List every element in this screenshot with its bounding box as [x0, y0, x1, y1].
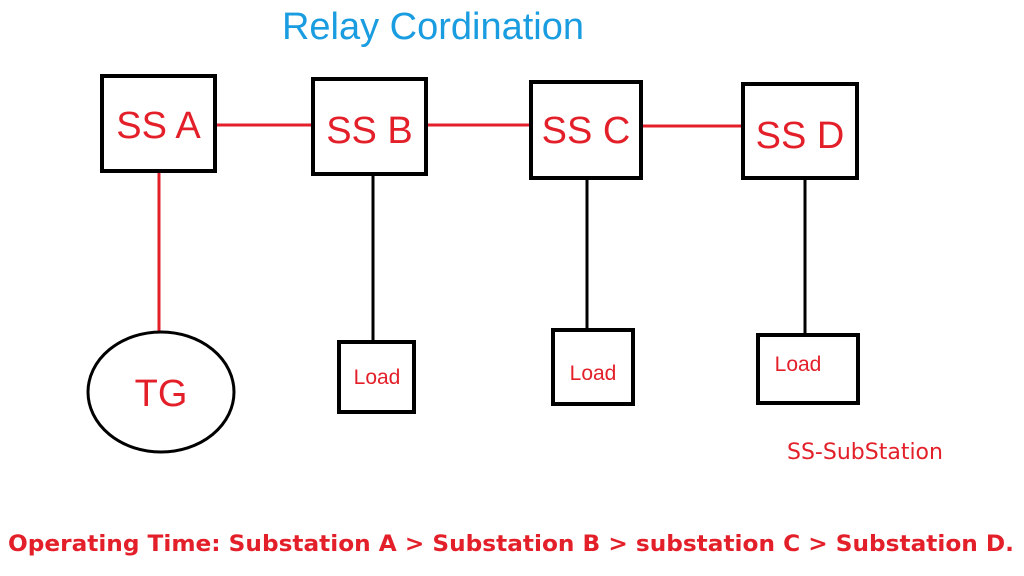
generator-label: TG: [135, 373, 188, 415]
substation-c-label: SS C: [542, 110, 631, 152]
generator-circle: [86, 330, 236, 454]
legend-text: SS-SubStation: [787, 440, 943, 465]
load-b: Load: [337, 340, 416, 414]
substation-a: SS A: [100, 74, 217, 173]
load-b-box: [337, 340, 416, 414]
load-b-label: Load: [354, 366, 401, 389]
substation-b: SS B: [311, 77, 428, 176]
load-d-box: [756, 333, 860, 405]
substation-c-box: [529, 80, 643, 180]
substation-a-box: [100, 74, 217, 173]
load-c-box: [551, 328, 635, 406]
substation-d: SS D: [741, 82, 859, 180]
substation-b-label: SS B: [326, 110, 413, 152]
substation-c: SS C: [529, 80, 643, 180]
operating-time-footer: Operating Time: Substation A > Substatio…: [8, 532, 1014, 557]
substation-d-label: SS D: [756, 115, 845, 157]
substation-d-box: [741, 82, 859, 180]
substation-b-box: [311, 77, 428, 176]
load-d-label: Load: [775, 353, 822, 376]
load-c: Load: [551, 328, 635, 406]
load-c-label: Load: [570, 362, 617, 385]
substation-a-label: SS A: [116, 105, 201, 147]
load-d: Load: [756, 333, 860, 405]
diagram-title: Relay Cordination: [282, 6, 584, 48]
generator-tg: TG: [86, 330, 236, 454]
